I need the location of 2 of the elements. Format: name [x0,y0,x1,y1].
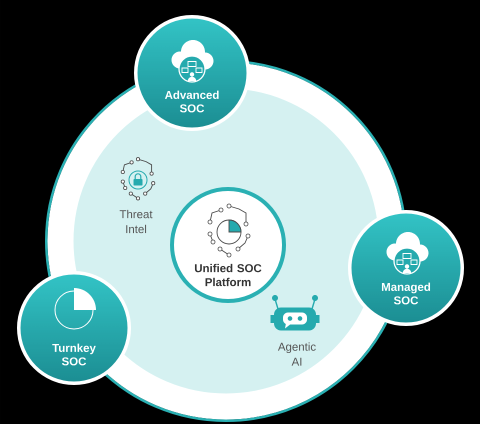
feature-label: Threat Intel [120,210,152,234]
feature-label: Agentic AI [278,342,316,366]
